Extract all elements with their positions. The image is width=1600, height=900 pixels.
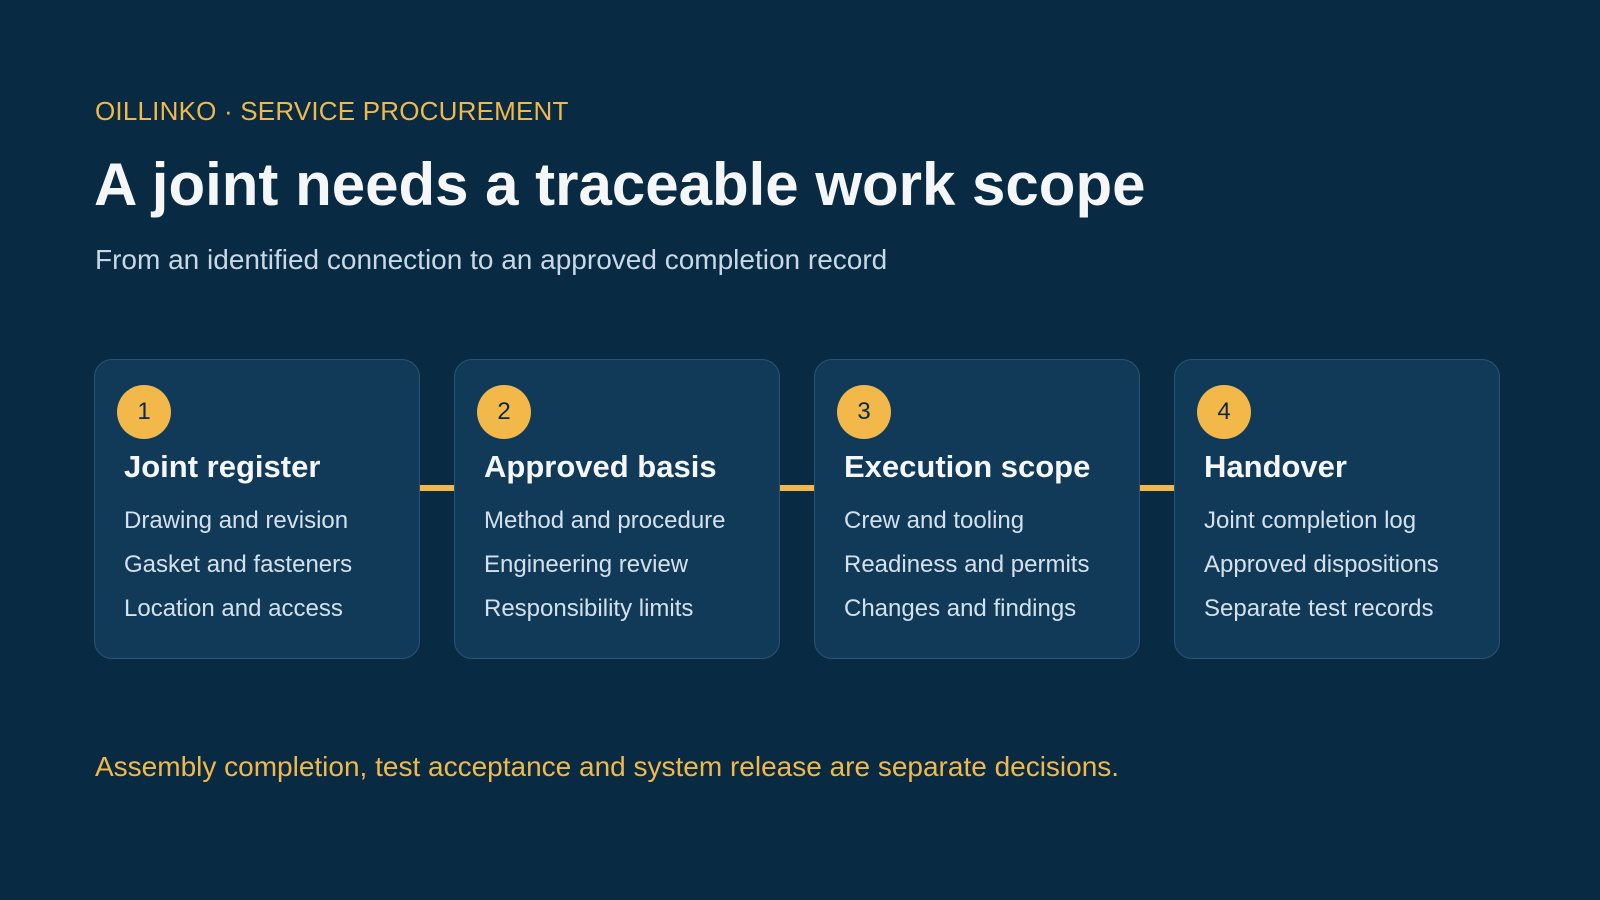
eyebrow-label: OILLINKO · SERVICE PROCUREMENT xyxy=(95,96,569,126)
step-card-handover: 4 Handover Joint completion log Approved… xyxy=(1174,359,1500,659)
step-item: Separate test records xyxy=(1204,595,1434,622)
step-connector xyxy=(1140,485,1174,491)
step-item: Gasket and fasteners xyxy=(124,551,353,578)
step-title: Approved basis xyxy=(484,449,717,484)
footer-note: Assembly completion, test acceptance and… xyxy=(95,751,1120,782)
process-flow: 1 Joint register Drawing and revision Ga… xyxy=(94,359,1500,661)
step-item-list: Method and procedure Engineering review … xyxy=(484,507,726,639)
step-item: Approved dispositions xyxy=(1204,551,1439,578)
step-title: Execution scope xyxy=(844,449,1091,484)
step-item-list: Drawing and revision Gasket and fastener… xyxy=(124,507,352,639)
page-subtitle: From an identified connection to an appr… xyxy=(95,244,888,275)
step-card-approved-basis: 2 Approved basis Method and procedure En… xyxy=(454,359,780,659)
step-number-badge: 3 xyxy=(837,385,891,439)
page-title: A joint needs a traceable work scope xyxy=(94,151,1146,218)
step-item: Method and procedure xyxy=(484,507,726,534)
step-card-joint-register: 1 Joint register Drawing and revision Ga… xyxy=(94,359,420,659)
step-card-execution-scope: 3 Execution scope Crew and tooling Readi… xyxy=(814,359,1140,659)
step-title: Joint register xyxy=(124,449,321,484)
step-item: Engineering review xyxy=(484,551,689,578)
step-item: Readiness and permits xyxy=(844,551,1090,578)
step-number-badge: 1 xyxy=(117,385,171,439)
step-item-list: Joint completion log Approved dispositio… xyxy=(1204,507,1439,639)
step-title: Handover xyxy=(1204,449,1347,484)
step-item: Changes and findings xyxy=(844,595,1077,622)
step-item: Location and access xyxy=(124,595,343,622)
step-item: Crew and tooling xyxy=(844,507,1025,534)
step-number-badge: 4 xyxy=(1197,385,1251,439)
step-connector xyxy=(420,485,454,491)
step-connector xyxy=(780,485,814,491)
step-item: Drawing and revision xyxy=(124,507,349,534)
step-number-badge: 2 xyxy=(477,385,531,439)
step-item: Joint completion log xyxy=(1204,507,1417,534)
step-item-list: Crew and tooling Readiness and permits C… xyxy=(844,507,1089,639)
step-item: Responsibility limits xyxy=(484,595,694,622)
